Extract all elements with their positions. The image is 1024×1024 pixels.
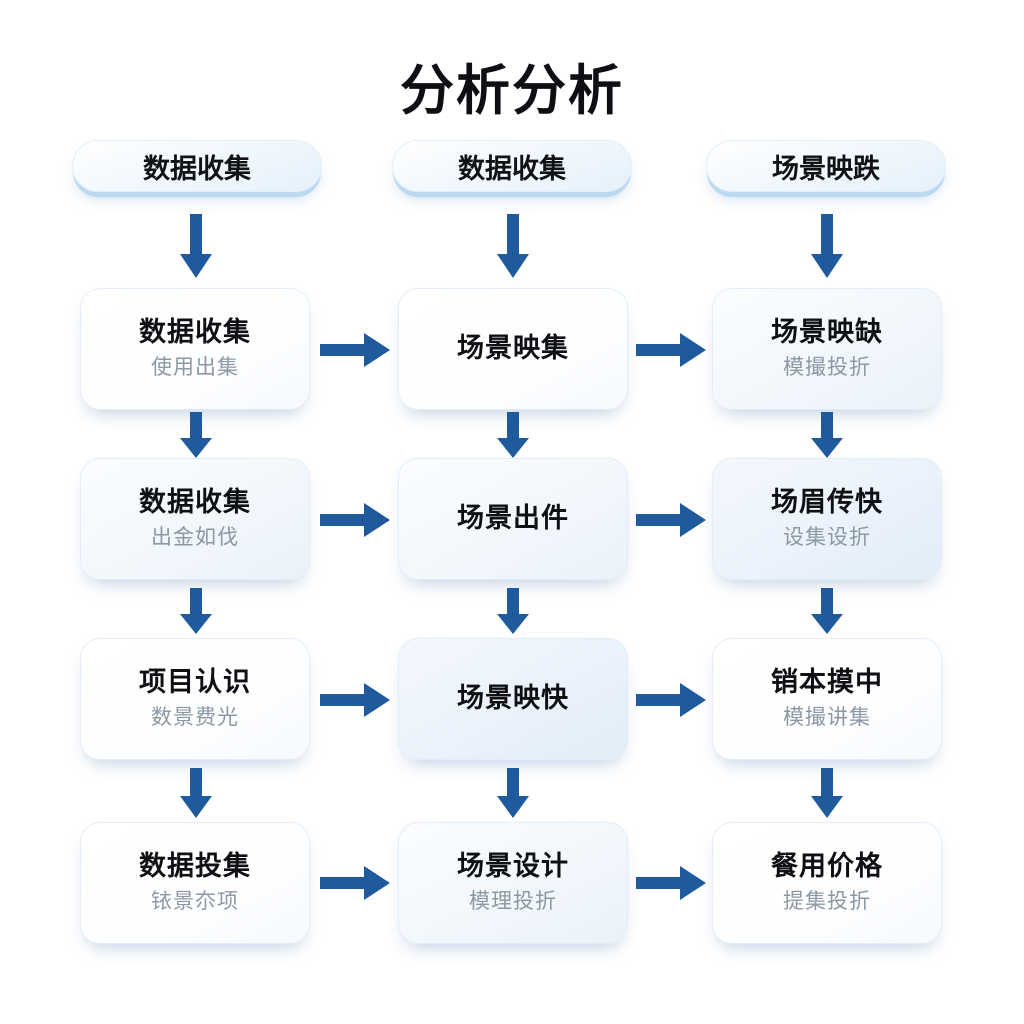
card-subtitle: 提集投折 <box>783 890 871 914</box>
card-title: 销本摸中 <box>771 667 883 698</box>
arrow-right-icon <box>320 866 392 900</box>
card-title: 项目认识 <box>139 667 251 698</box>
card-title: 场景出件 <box>457 503 569 534</box>
card-subtitle: 使用出集 <box>151 356 239 380</box>
card-title: 数据收集 <box>139 317 251 348</box>
arrow-down-icon <box>174 768 218 820</box>
flow-card[interactable]: 数据收集 出金如伐 <box>80 458 310 580</box>
arrow-down-icon <box>174 588 218 636</box>
flow-card[interactable]: 场景映缺 模撮投折 <box>712 288 942 410</box>
arrow-down-icon <box>174 214 218 280</box>
card-title: 场景设计 <box>457 851 569 882</box>
card-subtitle: 出金如伐 <box>151 526 239 550</box>
card-subtitle: 设集设折 <box>783 526 871 550</box>
flow-card[interactable]: 场景映快 <box>398 638 628 760</box>
arrow-down-icon <box>805 588 849 636</box>
flow-card[interactable]: 数据收集 使用出集 <box>80 288 310 410</box>
arrow-down-icon <box>805 412 849 460</box>
flow-card[interactable]: 场景设计 模理投折 <box>398 822 628 944</box>
card-title: 餐用价格 <box>771 851 883 882</box>
arrow-right-icon <box>320 683 392 717</box>
flow-card[interactable]: 销本摸中 模撮讲集 <box>712 638 942 760</box>
flow-card[interactable]: 场景映集 <box>398 288 628 410</box>
arrow-right-icon <box>636 333 708 367</box>
card-title: 场眉传快 <box>771 487 883 518</box>
card-subtitle: 铱景夵项 <box>151 890 239 914</box>
arrow-right-icon <box>320 503 392 537</box>
card-subtitle: 模撮讲集 <box>783 706 871 730</box>
page-title: 分析分析 <box>400 61 624 121</box>
arrow-down-icon <box>491 412 535 460</box>
column-header-3[interactable]: 场景映跌 <box>706 140 946 192</box>
card-title: 场景映集 <box>457 333 569 364</box>
arrow-right-icon <box>320 333 392 367</box>
flow-card[interactable]: 场景出件 <box>398 458 628 580</box>
card-subtitle: 数景费光 <box>151 706 239 730</box>
card-title: 场景映快 <box>457 683 569 714</box>
arrow-right-icon <box>636 683 708 717</box>
card-title: 数据收集 <box>139 487 251 518</box>
arrow-right-icon <box>636 866 708 900</box>
arrow-down-icon <box>491 214 535 280</box>
card-subtitle: 模理投折 <box>469 890 557 914</box>
arrow-right-icon <box>636 503 708 537</box>
card-title: 场景映缺 <box>771 317 883 348</box>
arrow-down-icon <box>805 214 849 280</box>
arrow-down-icon <box>174 412 218 460</box>
card-subtitle: 模撮投折 <box>783 356 871 380</box>
column-header-1[interactable]: 数据收集 <box>72 140 322 192</box>
arrow-down-icon <box>491 588 535 636</box>
arrow-down-icon <box>491 768 535 820</box>
column-header-2[interactable]: 数据收集 <box>392 140 632 192</box>
arrow-down-icon <box>805 768 849 820</box>
card-title: 数据投集 <box>139 851 251 882</box>
flow-card[interactable]: 场眉传快 设集设折 <box>712 458 942 580</box>
flow-card[interactable]: 数据投集 铱景夵项 <box>80 822 310 944</box>
flow-card[interactable]: 餐用价格 提集投折 <box>712 822 942 944</box>
flow-card[interactable]: 项目认识 数景费光 <box>80 638 310 760</box>
